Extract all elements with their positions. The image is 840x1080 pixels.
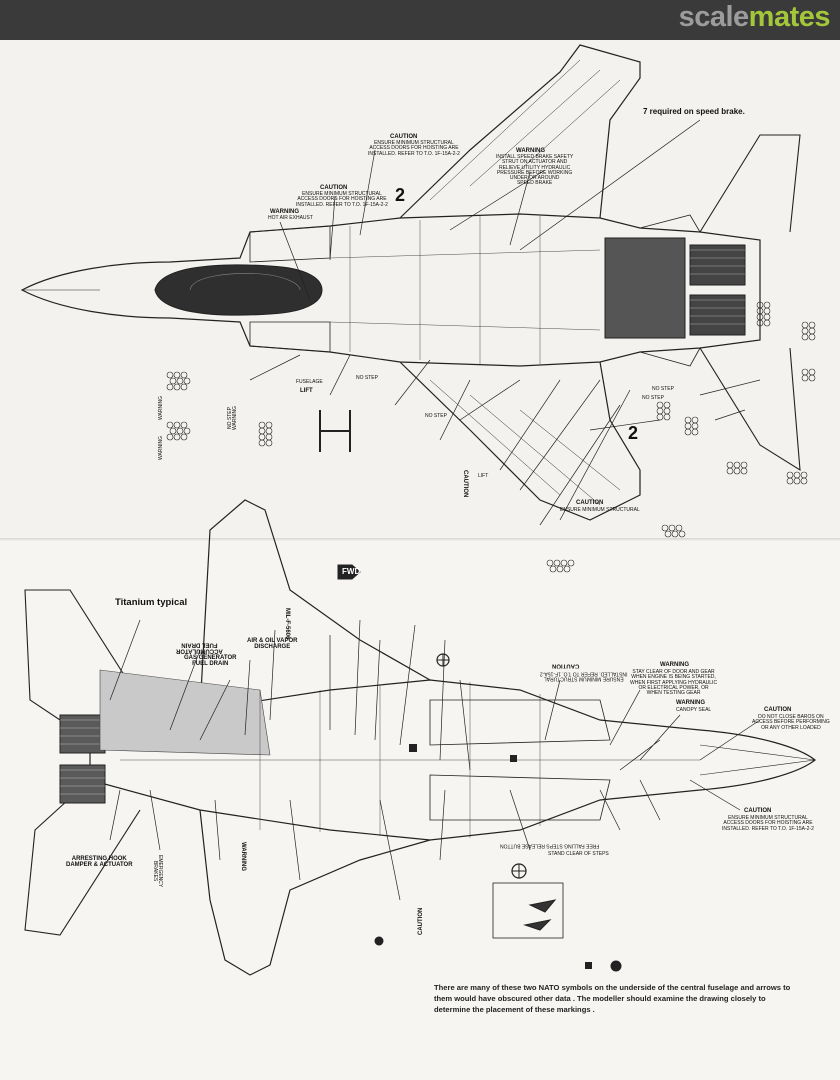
warning-text-speed-brake: INSTALL SPEED BRAKE SAFETY STRUT ON ACTU… bbox=[496, 154, 574, 187]
caution-text-structural: ENSURE MINIMUM STRUCTURAL INSTALLED. REF… bbox=[540, 670, 628, 682]
mil-spec-label: MIL-F-5606 bbox=[284, 608, 290, 640]
caution-label-structural: CAUTION bbox=[552, 662, 580, 669]
sheet-number-2-top: 2 bbox=[395, 185, 406, 205]
caution-label-lower-right: CAUTION bbox=[576, 500, 604, 506]
caution-text-right: DO NOT CLOSE BAROS ON ACCESS BEFORE PERF… bbox=[752, 714, 830, 731]
warning-label-lower: WARNING bbox=[240, 842, 246, 871]
caution-text-1: ENSURE MINIMUM STRUCTURAL ACCESS DOORS F… bbox=[368, 140, 460, 157]
warning-label-small: WARNING bbox=[270, 209, 299, 215]
caution-label-right: CAUTION bbox=[764, 707, 792, 713]
no-step-label-4: NO STEP bbox=[425, 413, 447, 419]
caution-text-nose: ENSURE MINIMUM STRUCTURAL ACCESS DOORS F… bbox=[722, 815, 814, 832]
no-step-label-3: NO STEP bbox=[642, 395, 664, 401]
wing-stencil-3: WARNING bbox=[158, 436, 164, 460]
caution-label-2: CAUTION bbox=[320, 185, 348, 191]
warning-text-gear: STAY CLEAR OF DOOR AND GEAR WHEN ENGINE … bbox=[630, 669, 718, 696]
speed-brake-note: 7 required on speed brake. bbox=[643, 107, 745, 116]
warning-label-gear: WARNING bbox=[660, 662, 689, 668]
lift-label-wing: LIFT bbox=[478, 473, 489, 479]
page-fold bbox=[0, 538, 840, 542]
no-step-label-2: NO STEP bbox=[652, 386, 674, 392]
arresting-hook-label: ARRESTING HOOK DAMPER & ACTUATOR bbox=[66, 856, 133, 869]
wing-stencil-1: WARNING bbox=[158, 396, 164, 420]
lift-label: LIFT bbox=[300, 388, 313, 394]
fwd-arrow-label: FWD bbox=[342, 567, 361, 576]
stand-clear-label: STAND CLEAR OF STEPS bbox=[548, 851, 609, 857]
air-oil-vapor-discharge-label: AIR & OIL VAPOR DISCHARGE bbox=[247, 638, 298, 651]
no-step-label-1: NO STEP bbox=[356, 375, 378, 381]
warning-text-small: HOT AIR EXHAUST bbox=[268, 215, 313, 221]
gas-generator-fuel-drain-label: GAS GENERATOR FUEL DRAIN bbox=[184, 655, 237, 668]
caution-label-lower: CAUTION bbox=[418, 907, 424, 935]
warning-label-canopy: WARNING bbox=[676, 700, 705, 706]
caution-label-nose: CAUTION bbox=[744, 808, 772, 814]
accumulator-fuel-drain-label: ACCUMULATOR FUEL DRAIN bbox=[176, 641, 223, 654]
site-logo[interactable]: scalemates bbox=[678, 1, 831, 33]
titanium-typical-label: Titanium typical bbox=[115, 597, 188, 608]
warning-label-speed-brake: WARNING bbox=[516, 148, 545, 154]
free-falling-steps-label: FREE FALLING STEPS RELEASE BUTTON bbox=[500, 842, 600, 849]
caution-label-wing: CAUTION bbox=[462, 470, 468, 498]
site-header-bar: scalemates bbox=[0, 0, 840, 40]
caution-text-2: ENSURE MINIMUM STRUCTURAL ACCESS DOORS F… bbox=[296, 191, 388, 208]
warning-text-canopy: CANOPY SEAL bbox=[676, 707, 712, 713]
emergency-brakes-label: EMERGENCY BRAKES bbox=[151, 855, 163, 888]
caution-text-lower-right: ENSURE MINIMUM STRUCTURAL bbox=[560, 507, 640, 513]
fuselage-label: FUSELAGE bbox=[296, 379, 323, 385]
wing-stencil-2: NO STEP WARNING bbox=[227, 406, 239, 430]
nato-symbols-note: There are many of these two NATO symbols… bbox=[434, 983, 791, 1014]
sheet-number-2-lower: 2 bbox=[628, 423, 639, 443]
caution-label-1: CAUTION bbox=[390, 134, 418, 140]
